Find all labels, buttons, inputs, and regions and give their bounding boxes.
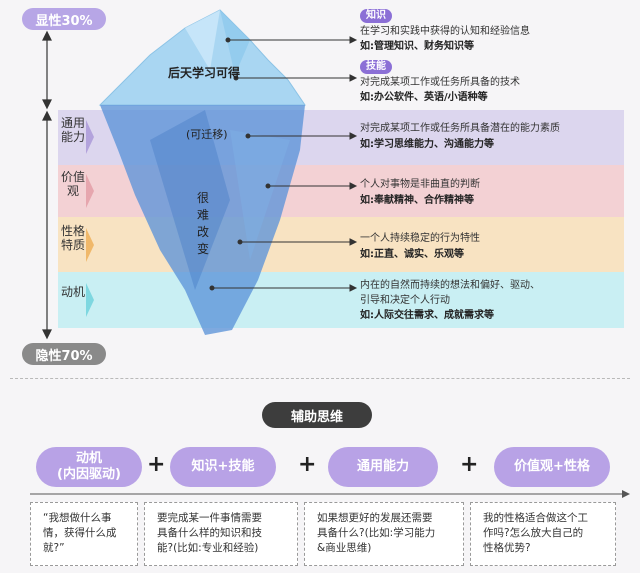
question-3-line-3: &商业思维) bbox=[317, 542, 372, 554]
band-label-values: 价值观 bbox=[60, 170, 85, 198]
band-traits bbox=[58, 217, 624, 272]
plus-2: + bbox=[298, 452, 317, 477]
iceberg-hard-to-change: 很 难 改 变 bbox=[196, 190, 210, 258]
question-3-line-1: 如果想更好的发展还需要 bbox=[317, 512, 433, 524]
hard-char-4: 变 bbox=[196, 242, 209, 256]
blob-general-ability: 通用能力 bbox=[328, 447, 438, 487]
chevron-traits bbox=[86, 228, 94, 262]
motive-example: 如:人际交往需求、成就需求等 bbox=[360, 310, 494, 321]
question-1-line-1: “我想做什么事 bbox=[43, 512, 112, 524]
annotation-arrows bbox=[209, 36, 358, 292]
chevron-general bbox=[86, 120, 94, 154]
blob-values-personality: 价值观+性格 bbox=[494, 447, 610, 487]
blob-motive-line2: (内因驱动) bbox=[57, 467, 121, 482]
blob-motive-line1: 动机 bbox=[75, 451, 102, 466]
question-2-line-3: 能?(比如:专业和经验) bbox=[157, 542, 259, 554]
question-4-line-2: 作吗?怎么放大自己的 bbox=[483, 527, 584, 539]
chevron-values bbox=[86, 174, 94, 208]
chevron-motive bbox=[86, 283, 94, 317]
question-3-line-2: 具备什么?(比如:学习能力 bbox=[317, 527, 436, 539]
skill-tag: 技能 bbox=[360, 60, 392, 74]
vertical-double-arrow bbox=[42, 30, 52, 340]
blob-values-personality-label: 价值观+性格 bbox=[514, 459, 590, 474]
question-box-values: 我的性格适合做这个工 作吗?怎么放大自己的 性格优势? bbox=[470, 502, 616, 566]
band-label-general: 通用能力 bbox=[60, 116, 85, 144]
explicit-30-pill: 显性30% bbox=[22, 8, 106, 30]
hard-char-3: 改 bbox=[196, 225, 209, 239]
question-2-line-2: 具备什么样的知识和技 bbox=[157, 527, 262, 539]
band-label-motive: 动机 bbox=[60, 285, 85, 299]
question-2-line-1: 要完成某一件事情需要 bbox=[157, 512, 262, 524]
skill-desc: 对完成某项工作或任务所具备的技术 bbox=[360, 77, 520, 88]
traits-desc: 一个人持续稳定的行为特性 bbox=[360, 233, 480, 244]
implicit-70-pill: 隐性70% bbox=[22, 343, 106, 365]
band-motive bbox=[58, 272, 624, 328]
question-box-general: 如果想更好的发展还需要 具备什么?(比如:学习能力 &商业思维) bbox=[304, 502, 464, 566]
question-1-line-2: 情，获得什么成 bbox=[43, 527, 117, 539]
aux-title: 辅助思维 bbox=[262, 402, 372, 428]
iceberg-base bbox=[100, 105, 305, 335]
knowledge-tag: 知识 bbox=[360, 9, 392, 23]
section-divider bbox=[10, 378, 630, 379]
values-example: 如:奉献精神、合作精神等 bbox=[360, 195, 474, 206]
timeline-arrow bbox=[30, 490, 630, 498]
band-label-traits: 性格特质 bbox=[60, 224, 85, 252]
plus-3: + bbox=[460, 452, 479, 477]
traits-example: 如:正直、诚实、乐观等 bbox=[360, 249, 464, 260]
blob-knowledge-skill-label: 知识+技能 bbox=[191, 459, 255, 474]
hard-char-1: 很 bbox=[196, 191, 209, 205]
iceberg-diagram bbox=[42, 9, 624, 340]
knowledge-desc: 在学习和实践中获得的认知和经验信息 bbox=[360, 26, 530, 37]
knowledge-example: 如:管理知识、财务知识等 bbox=[360, 41, 474, 52]
hard-char-2: 难 bbox=[196, 208, 209, 222]
question-4-line-1: 我的性格适合做这个工 bbox=[483, 512, 588, 524]
iceberg-above-label: 后天学习可得 bbox=[168, 66, 241, 80]
motive-desc-1: 内在的自然而持续的想法和偏好、驱动、 bbox=[360, 280, 540, 291]
plus-1: + bbox=[147, 452, 166, 477]
question-box-motive: “我想做什么事 情，获得什么成 就?” bbox=[30, 502, 138, 566]
question-box-knowledge: 要完成某一件事情需要 具备什么样的知识和技 能?(比如:专业和经验) bbox=[144, 502, 298, 566]
motive-desc-2: 引导和决定个人行动 bbox=[360, 295, 450, 306]
question-1-line-3: 就?” bbox=[43, 542, 65, 554]
blob-knowledge-skill: 知识+技能 bbox=[170, 447, 276, 487]
general-example: 如:学习思维能力、沟通能力等 bbox=[360, 139, 494, 150]
general-desc: 对完成某项工作或任务所具备潜在的能力素质 bbox=[360, 123, 560, 134]
question-4-line-3: 性格优势? bbox=[483, 542, 531, 554]
skill-example: 如:办公软件、英语/小语种等 bbox=[360, 92, 488, 103]
values-desc: 个人对事物是非曲直的判断 bbox=[360, 179, 480, 190]
blob-general-ability-label: 通用能力 bbox=[356, 459, 409, 474]
blob-motive: 动机 (内因驱动) bbox=[36, 447, 142, 487]
iceberg-transfer-label: (可迁移) bbox=[186, 128, 228, 141]
